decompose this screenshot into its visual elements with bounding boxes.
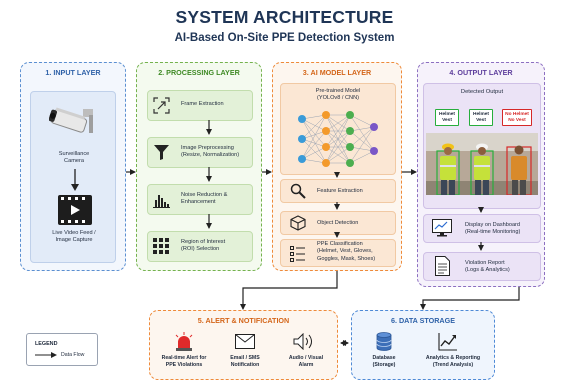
- database-icon: [376, 332, 392, 351]
- storage-item-label: Analytics & Reporting (Trend Analysis): [425, 355, 481, 368]
- document-icon: [435, 256, 450, 276]
- envelope-icon: [235, 334, 255, 349]
- legend-box: LEGEND Data Flow: [26, 333, 98, 366]
- siren-icon: [175, 332, 193, 351]
- detected-output-title: Detected Output: [460, 89, 504, 95]
- video-feed-label: Live Video Feed / Image Capture: [52, 230, 96, 244]
- model-label: Pre-trained Model (YOLOv8 / CNN): [315, 88, 361, 102]
- process-step-label: Noise Reduction & Enhancement: [181, 192, 228, 206]
- storage-item-label: Database (Storage): [372, 355, 396, 368]
- detection-tag-violation: No Helmet No Vest: [502, 109, 532, 126]
- arrow-output-to-storage: [420, 287, 520, 310]
- frame-crop-icon: [153, 97, 170, 114]
- ai-step-label: Object Detection: [317, 220, 359, 226]
- checklist-icon: [290, 246, 305, 262]
- speaker-icon: [293, 333, 312, 350]
- input-layer-title: 1. INPUT LAYER: [45, 68, 101, 77]
- storage-layer: 6. DATA STORAGE Database (Storage) Analy…: [351, 310, 495, 380]
- alert-item-label: Real-time Alert for PPE Violations: [161, 355, 207, 368]
- detection-tag-ok: Helmet Vest: [469, 109, 493, 126]
- process-step: [147, 184, 253, 215]
- magnifier-icon: [290, 183, 306, 199]
- process-step-label: Image Preprocessing (Resize, Normalizati…: [181, 145, 240, 159]
- report-label: Violation Report (Logs & Analytics): [465, 260, 510, 274]
- legend-arrow-icon: [35, 352, 57, 358]
- diagram-title: SYSTEM ARCHITECTURE: [175, 7, 394, 27]
- arrow-ai-to-alert: [240, 271, 338, 310]
- ai-step-label: PPE Classification (Helmet, Vest, Gloves…: [317, 241, 376, 262]
- cube-icon: [290, 215, 306, 231]
- cctv-camera-icon: [49, 107, 93, 133]
- alert-layer-title: 5. ALERT & NOTIFICATION: [197, 316, 290, 325]
- trend-chart-icon: [438, 333, 457, 351]
- alert-layer: 5. ALERT & NOTIFICATION Real-time Alert …: [149, 310, 338, 380]
- monitor-chart-icon: [432, 219, 452, 237]
- alert-item-label: Email / SMS Notification: [230, 355, 260, 368]
- output-layer-title: 4. OUTPUT LAYER: [449, 68, 513, 77]
- funnel-icon: [154, 145, 169, 160]
- bar-chart-icon: [153, 195, 170, 208]
- dashboard-label: Display on Dashboard (Real-time Monitori…: [465, 222, 521, 236]
- storage-layer-title: 6. DATA STORAGE: [390, 316, 456, 325]
- process-step-label: Frame Extraction: [181, 101, 224, 107]
- process-step: [147, 231, 253, 262]
- detected-workers-image: [426, 133, 538, 195]
- ai-step-label: Feature Extraction: [317, 188, 363, 194]
- alert-item-label: Audio / Visual Alarm: [288, 355, 324, 368]
- process-step-label: Region of Interest (ROI) Selection: [181, 239, 226, 253]
- video-player-icon: [58, 195, 92, 225]
- input-layer: 1. INPUT LAYER Surveillance Camera Live …: [20, 62, 126, 271]
- grid-icon: [153, 238, 169, 254]
- ai-model-layer: 3. AI MODEL LAYER Pre-trained Model (YOL…: [272, 62, 402, 271]
- input-arrow: [71, 169, 79, 191]
- camera-label: Surveillance Camera: [58, 151, 90, 165]
- neural-network-icon: [298, 111, 378, 167]
- diagram-subtitle: AI-Based On-Site PPE Detection System: [174, 32, 395, 44]
- process-step: [147, 137, 253, 168]
- legend-flow-label: Data Flow: [61, 352, 85, 358]
- processing-layer-title: 2. PROCESSING LAYER: [158, 68, 240, 77]
- detection-tag-ok: Helmet Vest: [435, 109, 459, 126]
- legend-title: LEGEND: [35, 341, 58, 347]
- ai-layer-title: 3. AI MODEL LAYER: [302, 68, 372, 77]
- ai-step: [280, 179, 396, 203]
- processing-layer: 2. PROCESSING LAYER Frame Extraction Ima…: [136, 62, 262, 271]
- ai-step: [280, 239, 396, 267]
